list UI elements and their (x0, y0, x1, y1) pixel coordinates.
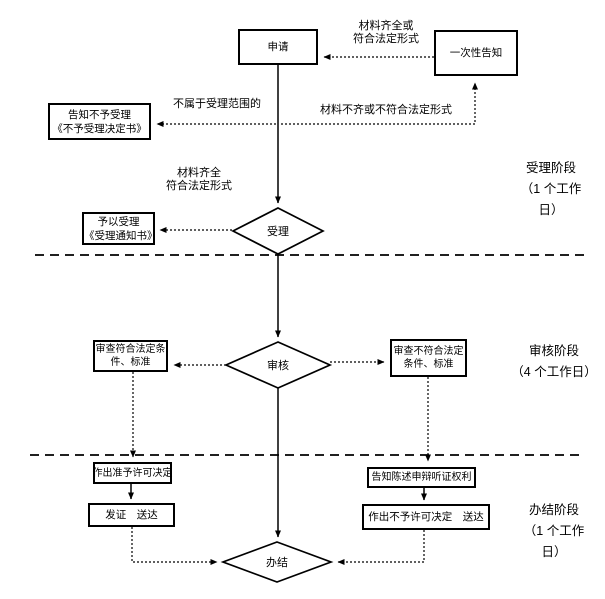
grant-accept-box: 予以受理 《受理通知书》 (82, 212, 158, 245)
notify-not-accept-box: 告知不予受理 《不予受理决定书》 (48, 103, 151, 140)
review-pass-box: 审查符合法定条 件、标准 (93, 340, 168, 372)
deny-decision-box: 作出不予许可决定 送达 (362, 504, 490, 530)
stage-label-completion: 办结阶段 （1 个工作 日） (523, 503, 585, 559)
edge-label-materials-complete-legal: 材料齐全 符合法定形式 (166, 167, 232, 192)
stage-label-review: 审核阶段 （4 个工作日） (511, 344, 597, 379)
one-time-notice-box: 一次性告知 (434, 30, 518, 76)
grant-decision-box: 作出准予许可决定 (93, 462, 173, 484)
apply-box: 申请 (238, 29, 318, 65)
edge-label-materials-incomplete: 材料不齐或不符合法定形式 (320, 104, 452, 116)
review-fail-box: 审查不符合法定 条件、标准 (390, 339, 467, 377)
issue-deliver-box: 发证 送达 (88, 503, 175, 527)
edge-deny-to-complete (337, 530, 425, 565)
stage-label-acceptance: 受理阶段 （1 个工作 日） (520, 161, 582, 217)
accept-diamond (231, 207, 325, 255)
edge-label-not-in-scope: 不属于受理范围的 (173, 98, 261, 110)
review-diamond (223, 341, 333, 389)
complete-diamond-label: 办结 (266, 557, 288, 569)
edge-label-materials-complete-or-legal: 材料齐全或 符合法定形式 (353, 20, 419, 45)
notify-rights-box: 告知陈述申辩听证权利 (367, 467, 476, 488)
edge-issue-to-complete (131, 527, 218, 565)
accept-diamond-label: 受理 (267, 226, 289, 238)
review-diamond-label: 审核 (267, 360, 289, 372)
complete-diamond (220, 541, 334, 583)
edge-to-one-time-notice (281, 82, 478, 125)
